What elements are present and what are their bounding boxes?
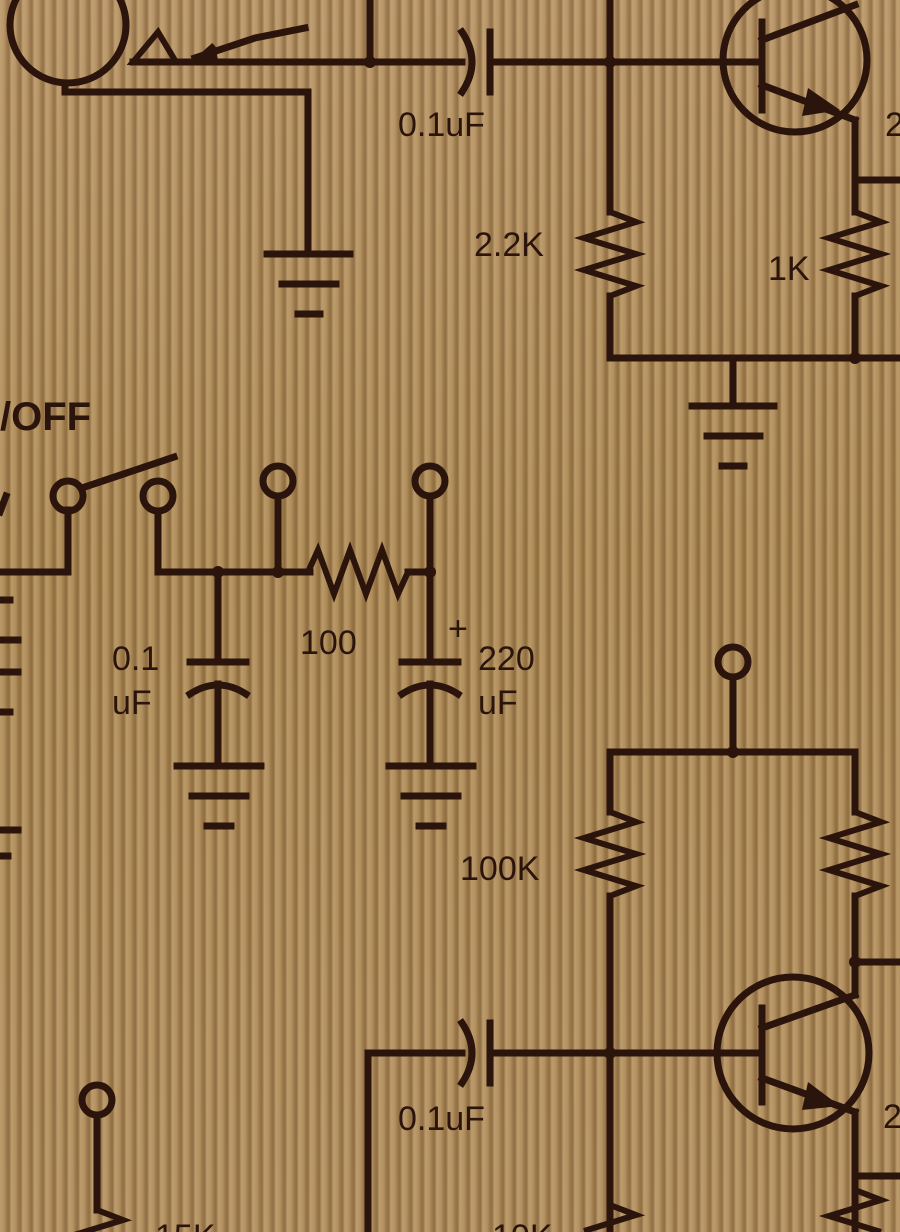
capacitor-bottom-label: 0.1uF xyxy=(398,1100,485,1138)
wire-switch-out xyxy=(154,507,314,576)
capacitor-bottom xyxy=(457,1018,494,1088)
resistor-15k-label-cut: 15K xyxy=(155,1218,216,1232)
resistor-collector-bottom xyxy=(818,809,892,899)
wire-input-bottom xyxy=(364,1049,466,1232)
ground-symbol-cap-right xyxy=(385,762,477,830)
capacitor-0-1-label-a: 0.1 xyxy=(112,640,159,678)
wire-jack-ground xyxy=(61,82,312,256)
resistor-100-label: 100 xyxy=(300,624,357,662)
ground-symbol-cap-left xyxy=(173,762,265,830)
input-jack-symbol xyxy=(6,0,374,87)
resistor-emitter-bottom-cut xyxy=(818,1187,891,1232)
resistor-100 xyxy=(305,541,411,603)
resistor-2-2k-label: 2.2K xyxy=(474,226,544,264)
capacitor-220uf xyxy=(397,658,463,769)
resistor-100k-label: 100K xyxy=(460,850,540,888)
terminal-post-2 xyxy=(411,462,449,664)
capacitor-0-1-label-b: uF xyxy=(112,684,152,722)
terminal-post-bottom xyxy=(714,643,752,756)
capacitor-top-label: 0.1uF xyxy=(398,106,485,144)
capacitor-220-label-b: uF xyxy=(478,684,518,722)
transistor-bottom xyxy=(713,973,873,1133)
capacitor-top xyxy=(457,27,494,97)
wire-bottom-rail-top xyxy=(606,292,900,362)
battery-symbol-cut xyxy=(0,596,22,860)
ground-symbol xyxy=(263,250,354,318)
resistor-1k xyxy=(818,209,892,299)
resistor-2-2k xyxy=(573,209,647,299)
resistor-15k-cut xyxy=(73,1207,133,1232)
wire-collector-bottom xyxy=(851,892,900,999)
transistor-top xyxy=(711,0,871,136)
resistor-10k-cut xyxy=(583,1202,646,1232)
transistor-top-cut-label: 2 xyxy=(885,106,900,144)
capacitor-220-label-a: 220 xyxy=(478,640,535,678)
resistor-10k-label-cut: 10K xyxy=(492,1218,553,1232)
wire-supply-rail-bottom xyxy=(606,748,859,816)
resistor-1k-label: 1K xyxy=(768,250,810,288)
power-switch xyxy=(49,452,179,515)
capacitor-polarity-mark: + xyxy=(448,610,468,648)
wire-battery-left xyxy=(0,491,72,576)
terminal-post-1 xyxy=(259,462,297,576)
capacitor-0-1uf xyxy=(185,658,251,769)
transistor-bottom-cut-label: 2 xyxy=(883,1098,900,1136)
wire-emitter-bottom xyxy=(851,1108,900,1232)
ground-symbol-top xyxy=(688,402,778,470)
resistor-100k xyxy=(573,809,647,899)
terminal-post-bottom-left xyxy=(78,1081,116,1214)
switch-label: /OFF xyxy=(0,395,91,439)
